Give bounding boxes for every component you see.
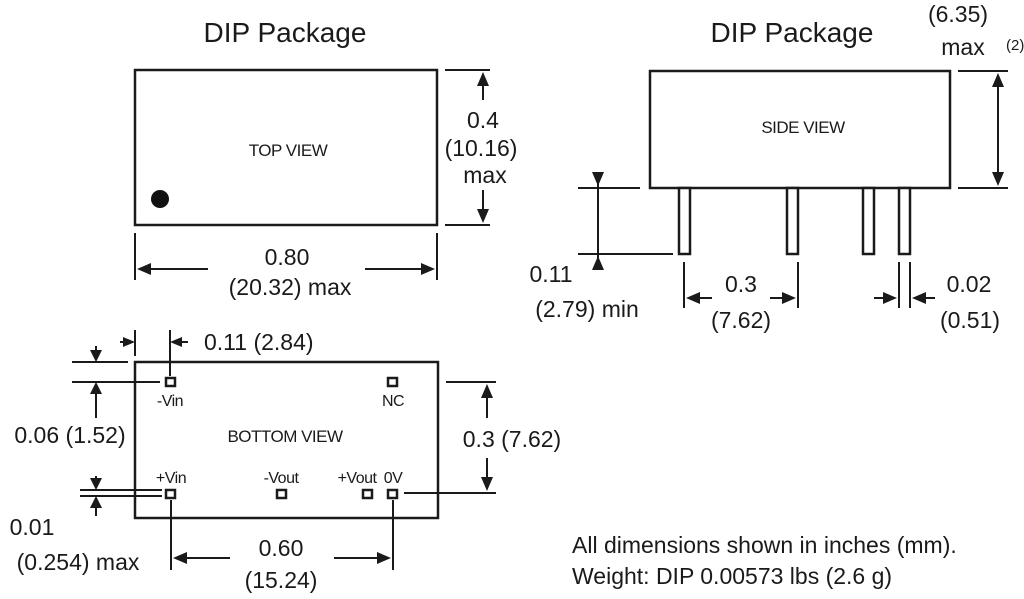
pin-length-mm: (2.79) min [535, 296, 639, 322]
pin-row-value: 0.06 (1.52) [14, 422, 125, 448]
pin-width-inches: 0.02 [947, 271, 992, 297]
pin-pitch-mm: (7.62) [711, 307, 771, 333]
top-package-title: DIP Package [204, 17, 367, 48]
side-height-dimension [958, 70, 1008, 189]
pin-size-dimension [80, 476, 162, 516]
pin-pad-nc [386, 376, 399, 388]
pin-label-vout-pos: +Vout [338, 470, 378, 487]
pin-width-dimension [874, 262, 935, 308]
weight-note: Weight: DIP 0.00573 lbs (2.6 g) [572, 563, 892, 589]
bottom-height-value: 0.3 (7.62) [463, 426, 561, 452]
pin-pad-vout-neg [275, 488, 288, 500]
pin-pad-0v [386, 488, 399, 500]
side-pin [677, 186, 692, 256]
pin-length-inches: 0.11 [529, 261, 572, 287]
pin-label-vin-neg: -Vin [157, 393, 183, 410]
pin-pad-vin-neg [164, 376, 177, 388]
pin-pitch-dimension [683, 262, 799, 308]
side-height-mm: (6.35) [928, 1, 988, 27]
side-pin [785, 186, 800, 256]
pin-label-0v: 0V [384, 470, 403, 487]
pin-width-mm: (0.51) [940, 307, 1000, 333]
pin-offset-dimension [120, 330, 188, 376]
side-height-footnote: (2) [1006, 37, 1024, 54]
pin-length-dimension [578, 172, 673, 270]
top-height-dimension [445, 69, 490, 226]
pin-label-nc: NC [382, 393, 404, 410]
top-width-inches: 0.80 [265, 244, 310, 270]
pin-pitch-inches: 0.3 [725, 271, 757, 297]
top-height-max: max [463, 162, 507, 188]
top-width-dimension [134, 233, 438, 280]
top-view-label: TOP VIEW [249, 141, 328, 160]
top-width-mm: (20.32) max [229, 274, 352, 300]
side-height-max: max [941, 34, 985, 60]
bottom-view-label: BOTTOM VIEW [227, 427, 343, 446]
pin1-marker-dot [151, 190, 169, 208]
pin-pad-vin-pos [164, 488, 177, 500]
side-pin [897, 186, 912, 256]
pin-row-dimension [72, 346, 160, 418]
pin-label-vin-pos: +Vin [156, 470, 186, 487]
pin-span-mm: (15.24) [245, 567, 318, 593]
top-view-body [133, 68, 439, 227]
pin-pad-vout-pos [361, 488, 374, 500]
pin-span-inches: 0.60 [259, 535, 304, 561]
top-height-inches: 0.4 [467, 107, 499, 133]
side-view-label: SIDE VIEW [761, 118, 845, 137]
pin-size-inches: 0.01 [10, 514, 55, 540]
pin-label-vout-neg: -Vout [264, 470, 300, 487]
bottom-height-dimension [404, 381, 496, 494]
pin-span-dimension [170, 500, 394, 570]
units-note: All dimensions shown in inches (mm). [572, 532, 957, 558]
bottom-view-pins [164, 376, 399, 500]
side-pin [861, 186, 876, 256]
pin-size-mm: (0.254) max [17, 549, 140, 575]
side-view-pins [677, 186, 912, 256]
top-height-mm: (10.16) [445, 135, 518, 161]
side-view-body [648, 69, 952, 190]
side-package-title: DIP Package [711, 17, 874, 48]
pin-offset-value: 0.11 (2.84) [204, 329, 314, 355]
